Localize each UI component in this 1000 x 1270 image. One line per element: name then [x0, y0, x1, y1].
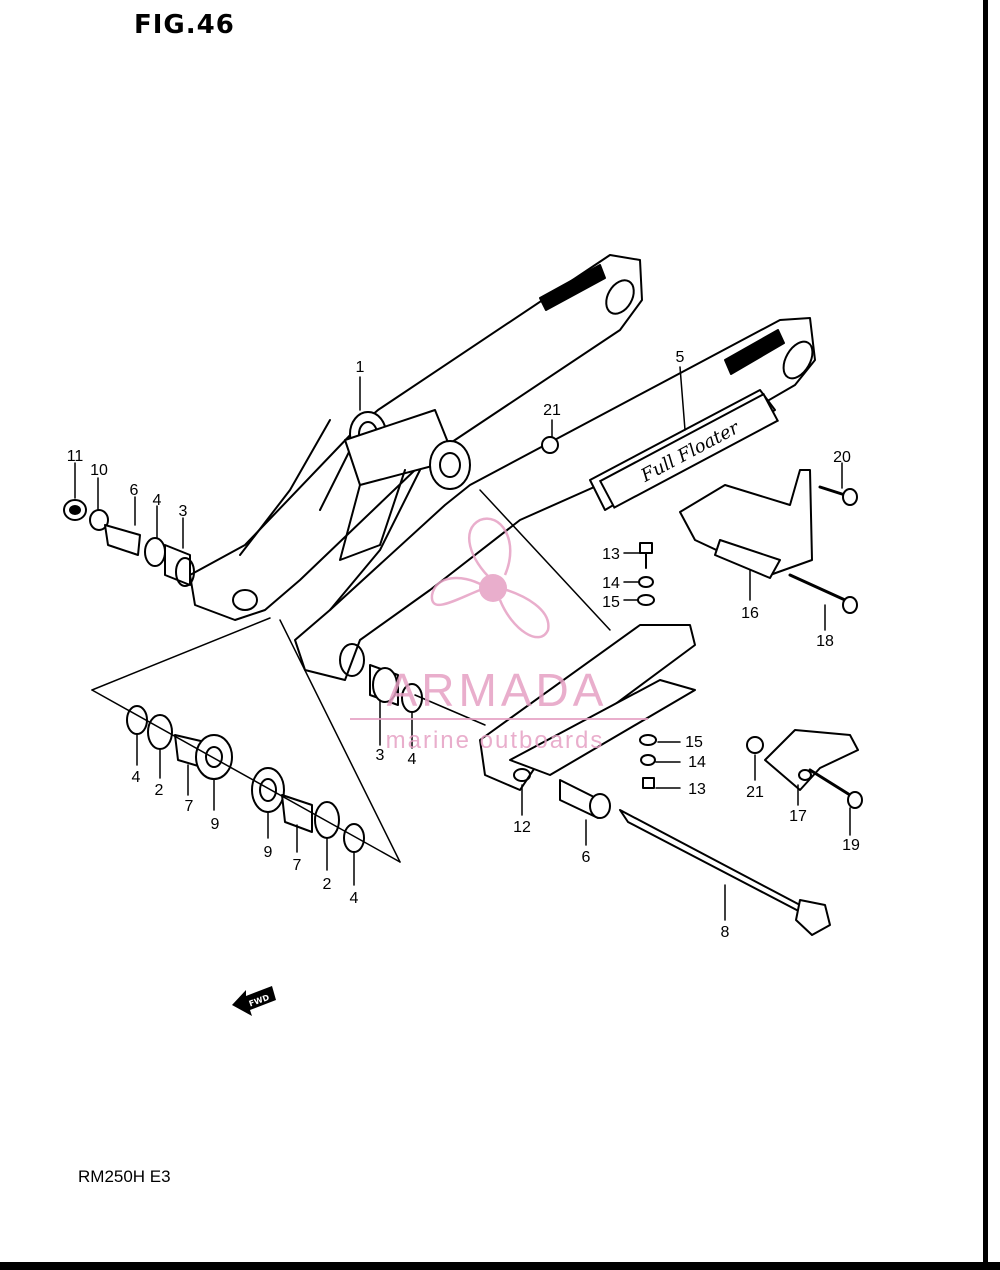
lower-left-bushing-stack — [126, 705, 233, 780]
callout-21-lower: 21 — [746, 784, 764, 801]
callout-13-lower: 13 — [688, 781, 706, 798]
callout-1: 1 — [356, 359, 365, 376]
callout-2-left: 2 — [155, 782, 164, 799]
callout-10: 10 — [90, 462, 108, 479]
callout-7-left: 7 — [185, 798, 194, 815]
chain-guide — [479, 624, 696, 791]
bracket-16 — [679, 469, 813, 579]
callout-3-right: 3 — [376, 747, 385, 764]
armada-watermark: ARMADA marine outboards — [350, 517, 648, 754]
pivot-shaft — [619, 809, 831, 936]
callout-12: 12 — [513, 819, 531, 836]
callout-11: 11 — [67, 448, 84, 465]
bolt-18 — [788, 573, 858, 614]
callout-15-lower: 15 — [685, 734, 703, 751]
callout-4-right: 4 — [408, 751, 417, 768]
callout-4-upper: 4 — [153, 492, 162, 509]
callout-14-upper: 14 — [602, 575, 620, 592]
callout-14-lower: 14 — [688, 754, 706, 771]
callout-18: 18 — [816, 633, 834, 650]
callout-2-right: 2 — [323, 876, 332, 893]
fwd-arrow: FWD — [232, 986, 276, 1016]
left-pivot-hardware — [63, 499, 195, 587]
callout-numbers: 1 5 21 11 10 6 4 3 20 13 14 15 16 18 15 … — [67, 349, 860, 941]
lower-right-bushing-stack — [251, 767, 365, 853]
nut-21-upper — [541, 436, 559, 454]
callout-6-left: 6 — [130, 482, 139, 499]
callout-7-right: 7 — [293, 857, 302, 874]
upper-bolt-washer-set — [637, 542, 655, 606]
watermark-brand: ARMADA — [387, 664, 608, 716]
bracket-17 — [764, 729, 859, 791]
pivot-collar — [559, 779, 611, 819]
watermark-tagline: marine outboards — [386, 727, 605, 754]
callout-20: 20 — [833, 449, 851, 466]
callout-21-upper: 21 — [543, 402, 561, 419]
bottom-border — [0, 1262, 1000, 1270]
callout-4-lower-right: 4 — [350, 890, 359, 907]
callout-9-left: 9 — [211, 816, 220, 833]
callout-16: 16 — [741, 605, 759, 622]
callout-9-right: 9 — [264, 844, 273, 861]
propeller-hub — [479, 574, 507, 602]
right-pivot-bearings — [369, 664, 423, 713]
lower-bolt-washer-set — [639, 734, 657, 789]
callout-13-upper: 13 — [602, 546, 620, 563]
callout-4-lower-left: 4 — [132, 769, 141, 786]
bolt-19 — [808, 768, 863, 809]
callout-15-upper: 15 — [602, 594, 620, 611]
callout-leader-lines — [74, 366, 851, 921]
callout-5: 5 — [676, 349, 685, 366]
nut-21-lower — [746, 736, 764, 754]
bolt-20 — [818, 485, 858, 506]
callout-3-left: 3 — [179, 503, 188, 520]
callout-8: 8 — [721, 924, 730, 941]
assembly-guide-lines — [91, 489, 611, 863]
model-code: RM250H E3 — [78, 1167, 171, 1186]
propeller-logo — [430, 517, 550, 639]
callout-6-right: 6 — [582, 849, 591, 866]
callout-17: 17 — [789, 808, 807, 825]
figure-title: FIG.46 — [134, 10, 235, 40]
right-border — [983, 0, 988, 1270]
callout-19: 19 — [842, 837, 860, 854]
